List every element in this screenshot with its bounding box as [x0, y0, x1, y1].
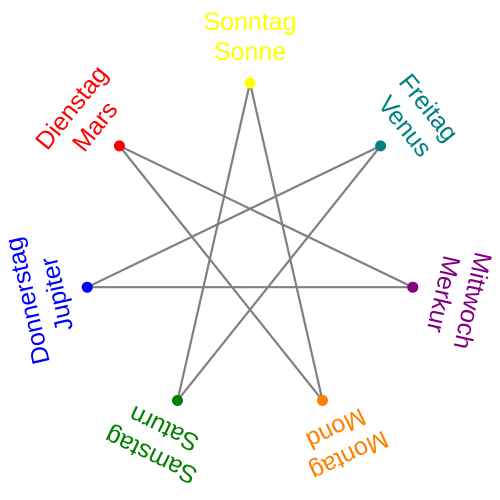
edge-monday-tuesday	[118, 145, 324, 402]
node-friday-dot	[375, 140, 387, 152]
edge-tuesday-wednesday	[118, 144, 414, 289]
edge-sunday-monday	[248, 82, 324, 401]
node-saturday-dot	[172, 395, 183, 406]
label-sunday-day: Sonntag	[203, 8, 296, 36]
edge-thursday-friday	[86, 144, 382, 289]
edges	[86, 82, 414, 402]
node-thursday-dot	[81, 281, 93, 293]
edge-friday-saturday	[176, 145, 382, 402]
edge-saturday-sunday	[176, 82, 252, 401]
labels: SonntagSonneFreitagVenusMittwochMerkurMo…	[0, 8, 497, 489]
label-sunday-body: Sonne	[214, 38, 286, 66]
node-sunday-dot	[244, 77, 256, 89]
node-wednesday-dot	[407, 281, 419, 293]
node-tuesday-dot	[113, 140, 125, 152]
nodes	[81, 77, 419, 406]
node-monday-dot	[317, 395, 328, 406]
